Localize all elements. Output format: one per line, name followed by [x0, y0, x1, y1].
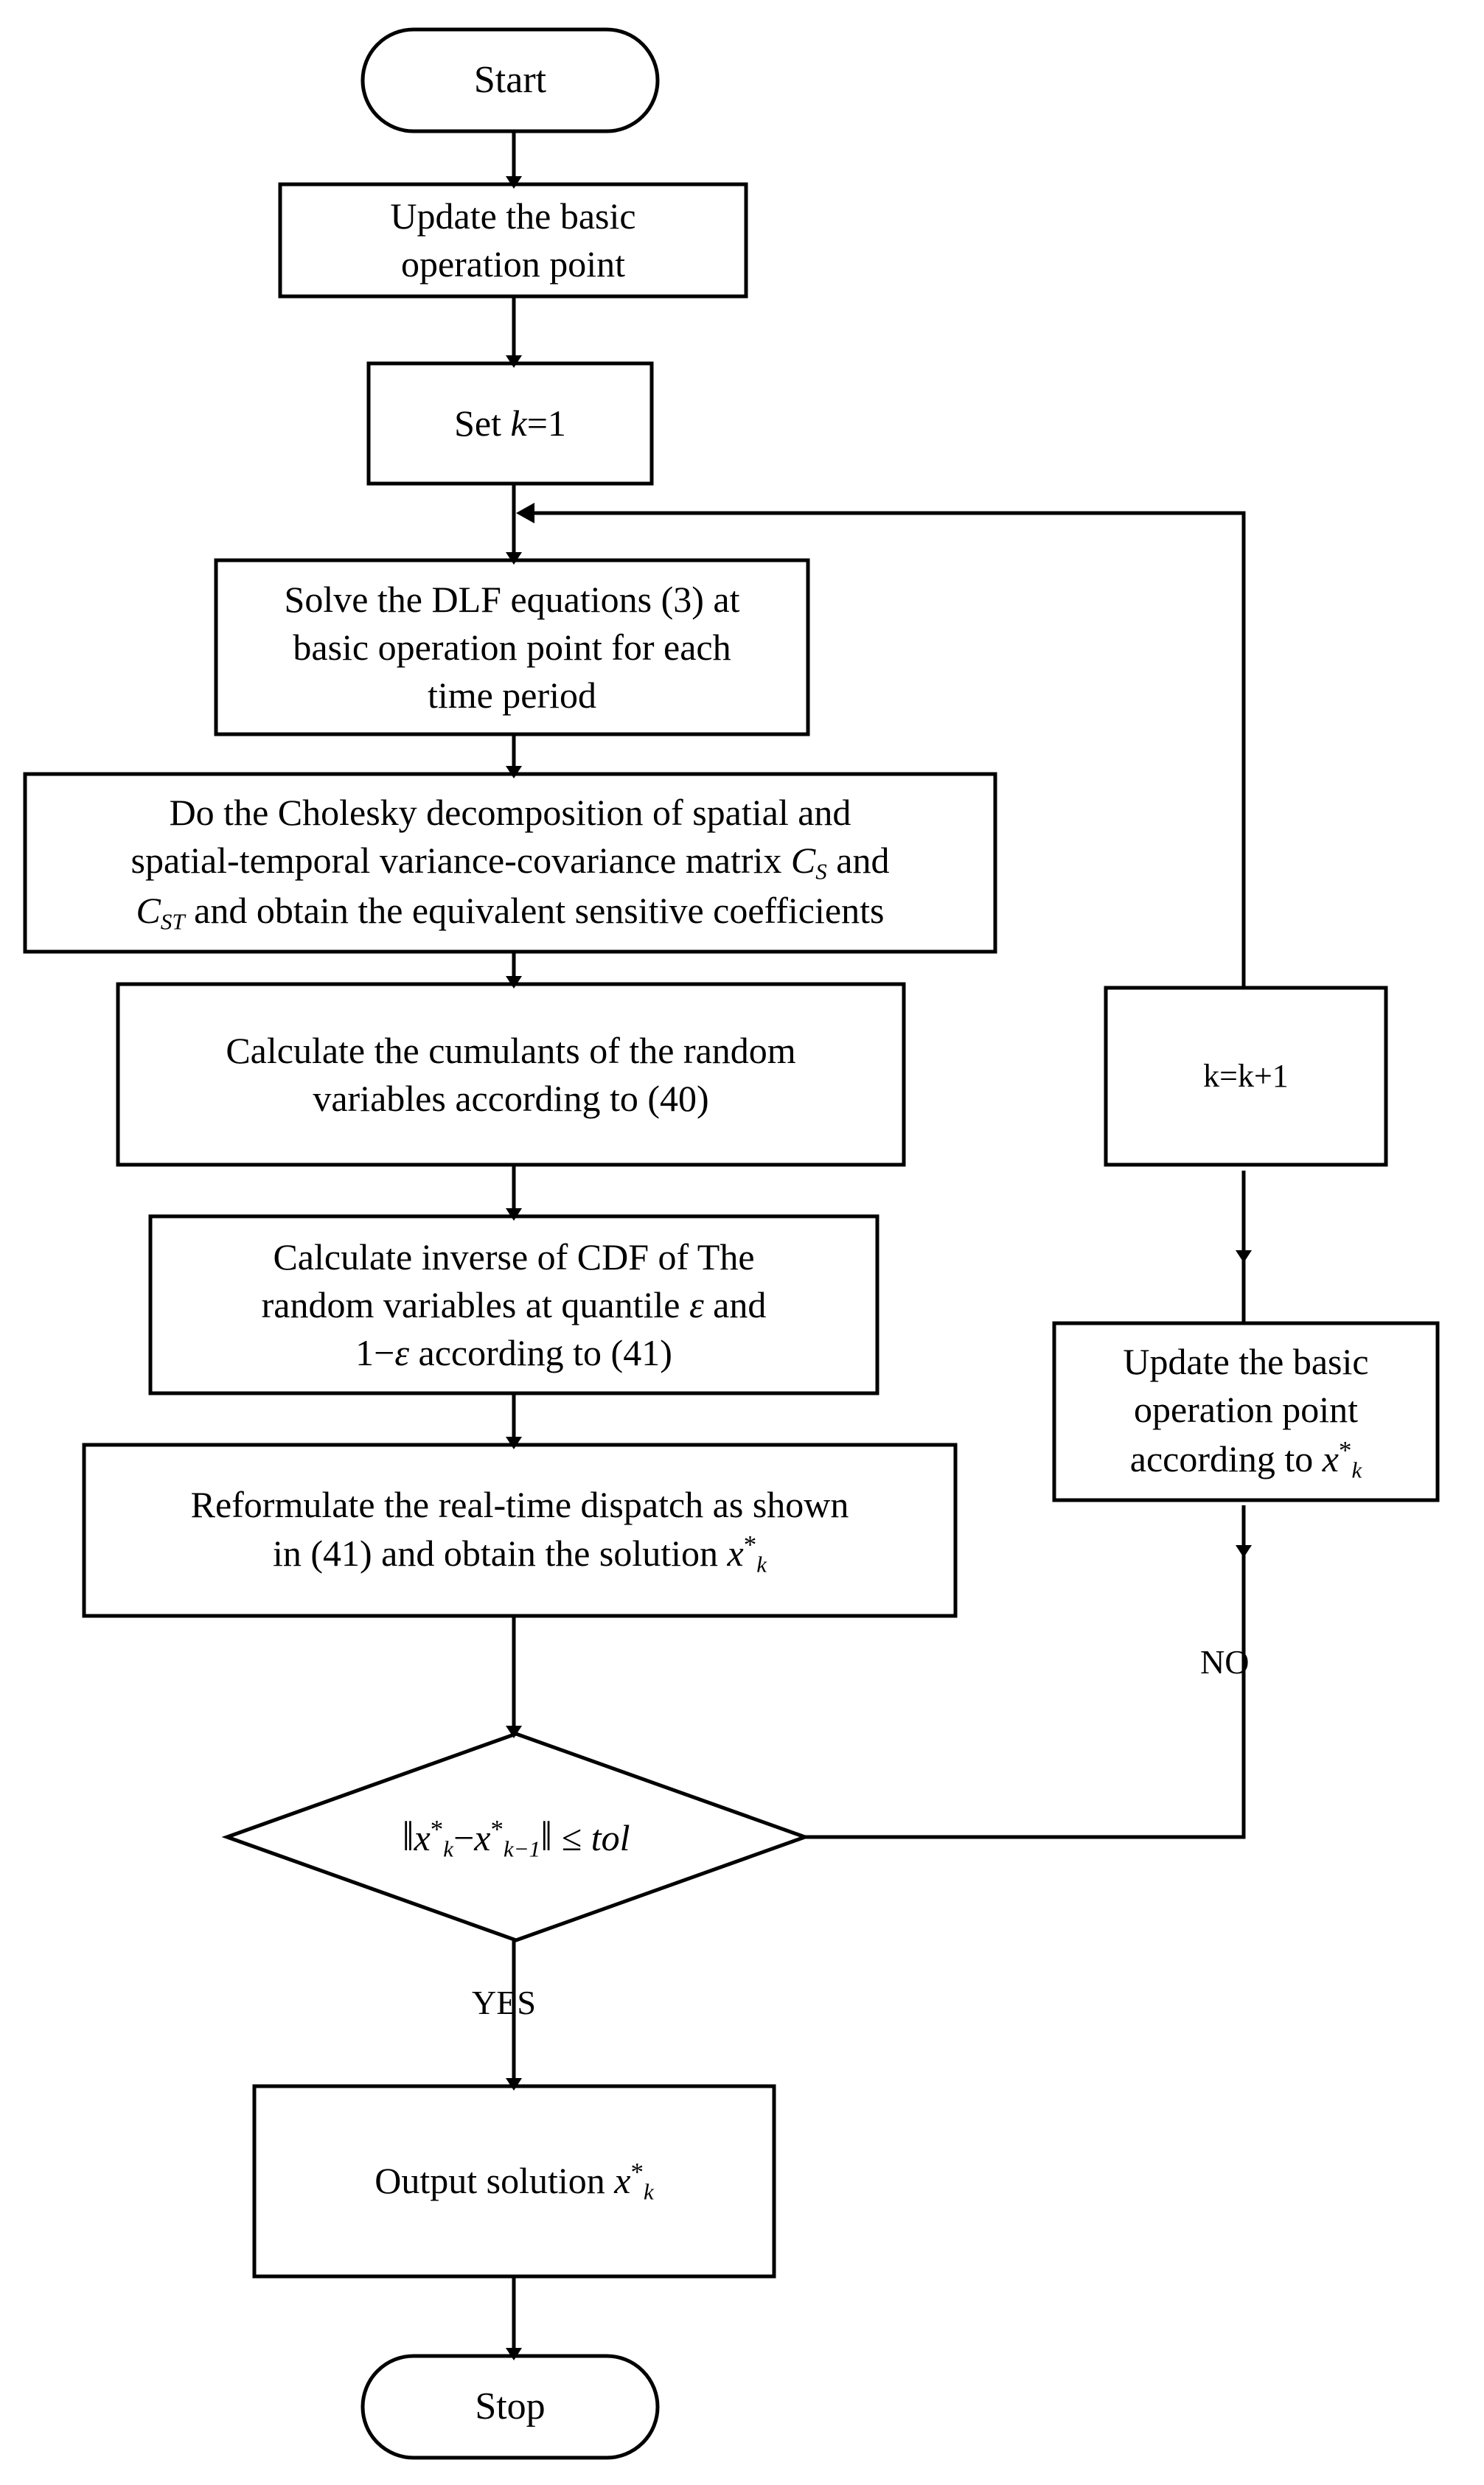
- node-label-update-basic: Update the basic operation point: [280, 184, 746, 296]
- node-label-output: Output solution x*k: [254, 2086, 774, 2276]
- decision-operator: ≤: [561, 1816, 582, 1858]
- shape-update-basic: [278, 182, 748, 299]
- shape-increment-k: [1104, 986, 1388, 1167]
- update-right-subscript-k: k: [1351, 1457, 1362, 1483]
- decision-xkm1-star: *: [490, 1814, 504, 1844]
- cholesky-line-1: Do the Cholesky decomposition of spatial…: [169, 792, 851, 834]
- cdf-line-3b: according to (41): [409, 1331, 672, 1373]
- update-right-line-1: Update the basic: [1123, 1341, 1369, 1383]
- shape-solve-dlf: [214, 558, 810, 736]
- update-basic-line-1: Update the basic: [390, 195, 636, 237]
- cdf-line-3a: 1−: [355, 1331, 395, 1373]
- decision-xk-star: *: [430, 1814, 444, 1844]
- matrix-symbol-cst: C: [136, 890, 161, 931]
- node-label-start: Start: [473, 59, 547, 102]
- norm-open-bar: ‖: [402, 1813, 414, 1860]
- solve-dlf-line-3: time period: [427, 674, 597, 716]
- shape-decision: [221, 1732, 811, 1942]
- epsilon-symbol-1: ε: [689, 1283, 704, 1325]
- cholesky-line-3b: and obtain the equivalent sensitive coef…: [184, 890, 885, 931]
- shape-cumulants: [116, 982, 906, 1167]
- decision-minus: −: [453, 1816, 475, 1858]
- node-label-set-k: Set k=1: [369, 363, 652, 484]
- output-subscript-k: k: [643, 2178, 654, 2205]
- matrix-subscript-s: S: [815, 858, 827, 885]
- update-right-line-2: operation point: [1133, 1389, 1359, 1431]
- output-text: Output solution: [375, 2159, 615, 2201]
- cholesky-line-2b: and: [826, 840, 890, 882]
- shape-start: [360, 27, 660, 133]
- set-k-prefix: Set: [454, 402, 511, 444]
- decision-tol: tol: [591, 1816, 630, 1858]
- edge-label-no: NO: [1200, 1643, 1250, 1681]
- solution-superscript-star: *: [743, 1530, 757, 1560]
- edge-increment-to-solve-loop: [525, 511, 1246, 988]
- shape-cholesky: [23, 772, 997, 954]
- update-right-var-x: x: [1322, 1437, 1339, 1480]
- output-var-x: x: [614, 2159, 631, 2201]
- norm-close-bar: ‖: [540, 1813, 553, 1860]
- cdf-line-2a: random variables at quantile: [261, 1283, 689, 1325]
- cumulants-line-1: Calculate the cumulants of the random: [226, 1029, 796, 1071]
- node-label-stop: Stop: [475, 2385, 546, 2428]
- decision-xk-sub: k: [443, 1836, 454, 1862]
- solution-var-x: x: [727, 1533, 744, 1575]
- node-label-cdf: Calculate inverse of CDF of The random v…: [150, 1216, 877, 1393]
- cholesky-line-2a: spatial-temporal variance-covariance mat…: [130, 840, 791, 882]
- solve-dlf-line-1: Solve the DLF equations (3) at: [284, 578, 740, 620]
- cdf-line-1: Calculate inverse of CDF of The: [273, 1235, 755, 1278]
- shape-update-basic-right: [1052, 1321, 1440, 1502]
- reformulate-line-1: Reformulate the real-time dispatch as sh…: [190, 1483, 849, 1525]
- node-label-solve-dlf: Solve the DLF equations (3) at basic ope…: [216, 560, 808, 734]
- edge-label-yes: YES: [472, 1984, 536, 2021]
- node-label-increment-k: k=k+1: [1203, 1058, 1289, 1095]
- set-k-suffix: =1: [526, 402, 566, 444]
- arrowhead-loop-left: [516, 503, 534, 523]
- decision-var-xkm1: x: [474, 1816, 491, 1858]
- output-superscript-star: *: [630, 2158, 644, 2187]
- update-right-superscript-star: *: [1338, 1436, 1352, 1465]
- node-label-reformulate: Reformulate the real-time dispatch as sh…: [84, 1445, 955, 1616]
- node-label-cumulants: Calculate the cumulants of the random va…: [118, 984, 904, 1165]
- cumulants-line-2: variables according to (40): [313, 1077, 709, 1119]
- cdf-line-2b: and: [703, 1283, 767, 1325]
- solve-dlf-line-2: basic operation point for each: [293, 626, 731, 668]
- update-right-line-3a: according to: [1129, 1437, 1323, 1480]
- epsilon-symbol-2: ε: [394, 1331, 410, 1373]
- update-basic-line-2: operation point: [400, 243, 626, 285]
- decision-var-xk: x: [414, 1816, 431, 1858]
- decision-xkm1-sub: k−1: [503, 1836, 541, 1862]
- solution-subscript-k: k: [756, 1552, 767, 1578]
- shape-output: [252, 2084, 776, 2279]
- set-k-var: k: [510, 402, 527, 444]
- reformulate-line-2a: in (41) and obtain the solution: [272, 1533, 728, 1575]
- edge-decision-no-to-update-right: [805, 1510, 1246, 1839]
- node-label-update-basic-right: Update the basic operation point accordi…: [1054, 1323, 1438, 1500]
- shape-reformulate: [82, 1443, 958, 1618]
- matrix-subscript-st: ST: [160, 908, 185, 935]
- node-label-decision: ‖x*k−x*k−1‖ ≤ tol: [243, 1769, 789, 1905]
- matrix-symbol-cs: C: [790, 840, 816, 882]
- node-label-cholesky: Do the Cholesky decomposition of spatial…: [25, 774, 995, 952]
